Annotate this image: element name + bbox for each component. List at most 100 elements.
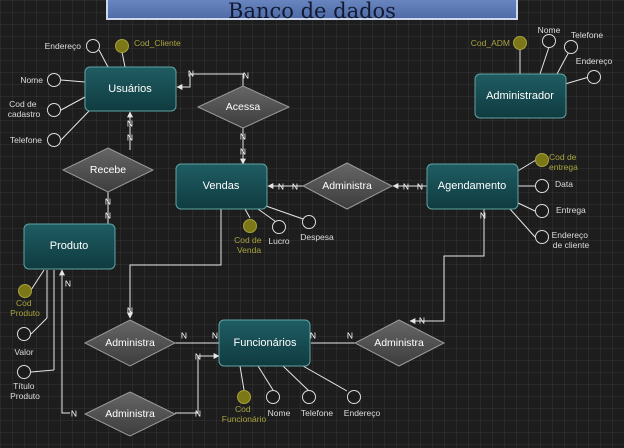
attribute-produto-cod-produto[interactable]: Cod Produto — [10, 284, 40, 319]
svg-text:N: N — [127, 132, 133, 142]
svg-text:N: N — [243, 70, 249, 80]
attribute-produto-titulo[interactable]: Título Produto — [10, 365, 40, 402]
svg-text:Endereço de cliente: Endereço de cliente — [552, 230, 591, 250]
connectors — [59, 73, 485, 414]
svg-text:N: N — [403, 181, 409, 191]
attribute-agendamento-data[interactable]: Data — [535, 179, 574, 193]
svg-text:Cod_Cliente: Cod_Cliente — [134, 38, 181, 48]
connector-administra-funcionarios-bottom — [175, 353, 220, 414]
entity-produto[interactable]: Produto — [23, 223, 116, 270]
attribute-usuarios-cod-cliente[interactable]: Cod_Cliente — [115, 38, 182, 53]
relationship-acessa[interactable]: Acessa — [196, 85, 291, 129]
connector-agendamento-administra — [409, 209, 485, 324]
svg-text:N: N — [181, 330, 187, 340]
svg-text:N: N — [195, 408, 201, 418]
attribute-usuarios-endereco[interactable]: Endereço — [45, 39, 100, 53]
svg-text:Telefone: Telefone — [571, 30, 603, 40]
svg-text:Endereço: Endereço — [45, 41, 82, 51]
svg-text:Data: Data — [555, 179, 573, 189]
svg-text:Endereço: Endereço — [344, 408, 381, 418]
attribute-agendamento-endereco-cliente[interactable]: Endereço de cliente — [535, 230, 591, 250]
attribute-agendamento-cod-entrega[interactable]: Cod de entrega — [535, 152, 579, 172]
entity-funcionarios-label: Funcionários — [234, 337, 297, 349]
svg-text:N: N — [71, 408, 77, 418]
svg-text:N: N — [105, 196, 111, 206]
svg-text:Nome: Nome — [20, 75, 43, 85]
svg-text:N: N — [127, 305, 133, 315]
attribute-connectors — [30, 46, 590, 392]
svg-text:N: N — [127, 118, 133, 128]
entity-produto-label: Produto — [50, 240, 89, 252]
diagram-title: Banco de dados — [106, 0, 518, 23]
svg-text:Valor: Valor — [14, 347, 33, 357]
attribute-usuarios-telefone[interactable]: Telefone — [10, 133, 61, 147]
relationship-administra-produto-top-label: Administra — [105, 337, 155, 349]
svg-text:N: N — [240, 131, 246, 141]
svg-text:N: N — [480, 210, 486, 220]
relationship-administra-produto-bottom-label: Administra — [105, 408, 155, 420]
entity-funcionarios[interactable]: Funcionários — [218, 319, 311, 367]
entity-vendas[interactable]: Vendas — [175, 163, 268, 210]
relationship-recebe[interactable]: Recebe — [61, 147, 155, 193]
svg-text:Cod de cadastro: Cod de cadastro — [8, 99, 41, 119]
svg-text:Lucro: Lucro — [268, 236, 290, 246]
relationship-administra-vendas[interactable]: Administra — [301, 162, 394, 210]
svg-text:N: N — [310, 330, 316, 340]
svg-text:Título Produto: Título Produto — [10, 381, 40, 401]
relationship-administra-produto-top[interactable]: Administra — [83, 319, 177, 367]
attribute-usuarios-cod-cadastro[interactable]: Cod de cadastro — [8, 99, 61, 119]
relationship-administra-agendamento[interactable]: Administra — [353, 319, 446, 367]
entity-agendamento-label: Agendamento — [438, 180, 507, 192]
svg-text:N: N — [105, 210, 111, 220]
entity-usuarios-label: Usuários — [108, 83, 152, 95]
entity-agendamento[interactable]: Agendamento — [426, 163, 519, 210]
attribute-administrador-nome[interactable]: Nome — [538, 25, 561, 48]
svg-text:Telefone: Telefone — [301, 408, 333, 418]
svg-text:Endereço: Endereço — [576, 56, 613, 66]
svg-text:Cod Produto: Cod Produto — [10, 298, 40, 318]
attribute-funcionarios-endereco[interactable]: Endereço — [344, 390, 381, 419]
svg-text:N: N — [65, 278, 71, 288]
svg-text:N: N — [419, 315, 425, 325]
svg-text:Nome: Nome — [538, 25, 561, 35]
svg-text:N: N — [240, 146, 246, 156]
svg-text:N: N — [195, 351, 201, 361]
attribute-agendamento-entrega[interactable]: Entrega — [535, 204, 587, 218]
attribute-vendas-lucro[interactable]: Lucro — [268, 220, 290, 247]
relationship-acessa-label: Acessa — [226, 101, 261, 113]
attribute-funcionarios-telefone[interactable]: Telefone — [301, 390, 333, 419]
attribute-vendas-cod-venda[interactable]: Cod de Venda — [234, 219, 264, 256]
svg-text:N: N — [212, 330, 218, 340]
attribute-funcionarios-nome[interactable]: Nome — [266, 390, 291, 419]
cardinality-labels: N N N N N N N N N N N N N N N N N N N N … — [65, 68, 486, 418]
svg-text:N: N — [292, 181, 298, 191]
svg-text:Cod Funcionário: Cod Funcionário — [222, 404, 267, 424]
svg-text:Cod de Venda: Cod de Venda — [234, 235, 264, 255]
attribute-produto-valor[interactable]: Valor — [14, 327, 34, 358]
relationship-administra-produto-bottom[interactable]: Administra — [83, 391, 177, 437]
attribute-administrador-telefone[interactable]: Telefone — [564, 30, 604, 54]
attribute-vendas-despesa[interactable]: Despesa — [300, 215, 334, 243]
relationship-administra-vendas-label: Administra — [322, 180, 372, 192]
svg-text:Entrega: Entrega — [556, 205, 586, 215]
svg-text:Nome: Nome — [268, 408, 291, 418]
svg-text:Despesa: Despesa — [300, 232, 334, 242]
svg-text:N: N — [347, 330, 353, 340]
connector-vendas-administra — [127, 209, 222, 319]
entity-vendas-label: Vendas — [203, 180, 240, 192]
relationship-recebe-label: Recebe — [90, 164, 126, 176]
svg-text:Telefone: Telefone — [10, 135, 42, 145]
entity-usuarios[interactable]: Usuários — [84, 66, 177, 112]
attribute-administrador-endereco[interactable]: Endereço — [576, 56, 613, 84]
relationship-administra-agendamento-label: Administra — [374, 337, 424, 349]
attribute-administrador-cod-adm[interactable]: Cod_ADM — [471, 36, 527, 50]
svg-text:N: N — [417, 181, 423, 191]
connector-acessa-usuarios — [176, 73, 244, 90]
entity-administrador[interactable]: Administrador — [474, 73, 567, 119]
attribute-funcionarios-cod-funcionario[interactable]: Cod Funcionário — [222, 390, 267, 425]
attribute-usuarios-nome[interactable]: Nome — [20, 73, 61, 87]
svg-text:Cod de entrega: Cod de entrega — [549, 152, 579, 172]
svg-text:Cod_ADM: Cod_ADM — [471, 38, 510, 48]
svg-text:N: N — [278, 181, 284, 191]
